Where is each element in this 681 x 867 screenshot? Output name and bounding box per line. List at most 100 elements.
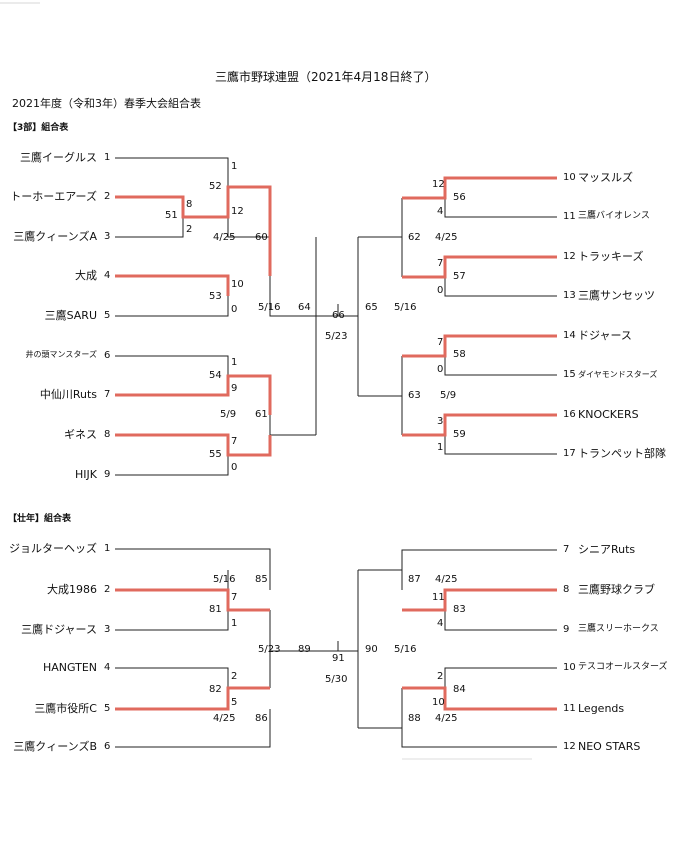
seed-number: 1 [104,152,111,163]
game-label: 5/16 [394,644,417,655]
game-label: 2 [437,671,444,682]
game-label: 64 [298,302,311,313]
game-label: 1 [437,442,444,453]
team-name: トーホーエアーズ [10,190,97,203]
game-label: 8 [186,199,193,210]
team-name: 三鷹バイオレンス [578,211,650,221]
seed-number: 15 [563,369,576,380]
team-name: HIJK [75,468,97,481]
game-label: 81 [209,604,222,615]
game-label: 5/16 [213,574,236,585]
game-label: 89 [298,644,311,655]
seed-number: 7 [104,389,111,400]
game-label: 51 [165,210,178,221]
team-name: 中仙川Ruts [39,388,97,401]
game-label: 7 [231,436,238,447]
game-label: 5/9 [440,390,457,401]
game-label: 12 [432,179,445,190]
seed-number: 10 [563,662,576,673]
game-label: 53 [209,291,222,302]
game-label: 5/9 [220,409,237,420]
team-name: テスコオールスターズ [578,662,668,672]
seed-number: 11 [563,703,576,714]
scan-mark [0,2,40,4]
game-label: 87 [408,574,421,585]
game-label: 90 [365,644,378,655]
game-label: 5/16 [258,302,281,313]
game-label: 0 [231,304,238,315]
game-label: 5/23 [258,644,281,655]
team-name: 大成 [75,269,97,282]
seed-number: 12 [563,251,576,262]
seed-number: 1 [104,543,111,554]
game-label: 86 [255,713,268,724]
game-label: 4 [437,206,444,217]
seed-number: 9 [563,624,570,635]
seed-number: 16 [563,409,576,420]
team-name: 三鷹SARU [44,309,97,322]
seed-number: 17 [563,448,576,459]
game-label: 62 [408,232,421,243]
page-title: 三鷹市野球連盟（2021年4月18日終了） [215,70,437,84]
team-name: 三鷹イーグルス [20,151,97,164]
game-label: 1 [231,161,238,172]
team-name: 井の頭マンスターズ [25,350,97,359]
game-label: 10 [231,279,244,290]
team-name: 三鷹クィーンズB [13,740,97,753]
game-label: 7 [231,592,238,603]
seed-number: 6 [104,350,111,361]
team-name: Legends [578,702,625,715]
game-label: 2 [186,224,193,235]
game-label: 56 [453,192,466,203]
game-label: 1 [231,618,238,629]
seed-number: 11 [563,211,576,222]
team-name: 三鷹クィーンズA [13,230,97,243]
game-label: 57 [453,271,466,282]
game-label: 7 [437,258,444,269]
game-label: 54 [209,370,222,381]
seed-number: 5 [104,310,111,321]
game-label: 59 [453,429,466,440]
game-label: 63 [408,390,421,401]
senior-heading: 【壮年】組合表 [8,514,72,524]
game-label: 55 [209,449,222,460]
game-label: 88 [408,713,421,724]
team-name: HANGTEN [42,661,97,674]
team-name: ジョルターヘッズ [9,542,97,555]
seed-number: 8 [563,584,570,595]
team-name: ドジャース [578,329,632,342]
scan-mark [402,758,532,760]
game-label: 0 [437,285,444,296]
game-label: 82 [209,684,222,695]
game-label: 5/30 [325,674,348,685]
game-label: 2 [231,671,238,682]
team-name: 三鷹サンセッツ [578,289,655,302]
game-label: 4/25 [213,713,236,724]
seed-number: 9 [104,469,111,480]
game-label: 65 [365,302,378,313]
game-label: 4/25 [435,574,458,585]
game-label: 11 [432,592,445,603]
seed-number: 14 [563,330,576,341]
game-label: 60 [255,232,268,243]
game-label: 58 [453,349,466,360]
game-label: 0 [231,462,238,473]
seed-number: 6 [104,741,111,752]
game-label: 4 [437,618,444,629]
team-name: マッスルズ [578,171,633,184]
team-name: NEO STARS [578,740,641,753]
page-subtitle: 2021年度（令和3年）春季大会組合表 [12,97,201,110]
seed-number: 2 [104,191,111,202]
seed-number: 10 [563,172,576,183]
seed-number: 4 [104,270,111,281]
team-name: ギネス [64,428,97,441]
seed-number: 2 [104,584,111,595]
seed-number: 5 [104,703,111,714]
game-label: 52 [209,181,222,192]
game-label: 5/23 [325,331,348,342]
game-label: 4/25 [213,232,236,243]
game-label: 3 [437,416,444,427]
seed-number: 4 [104,662,111,673]
team-name: 三鷹スリーホークス [578,624,659,634]
